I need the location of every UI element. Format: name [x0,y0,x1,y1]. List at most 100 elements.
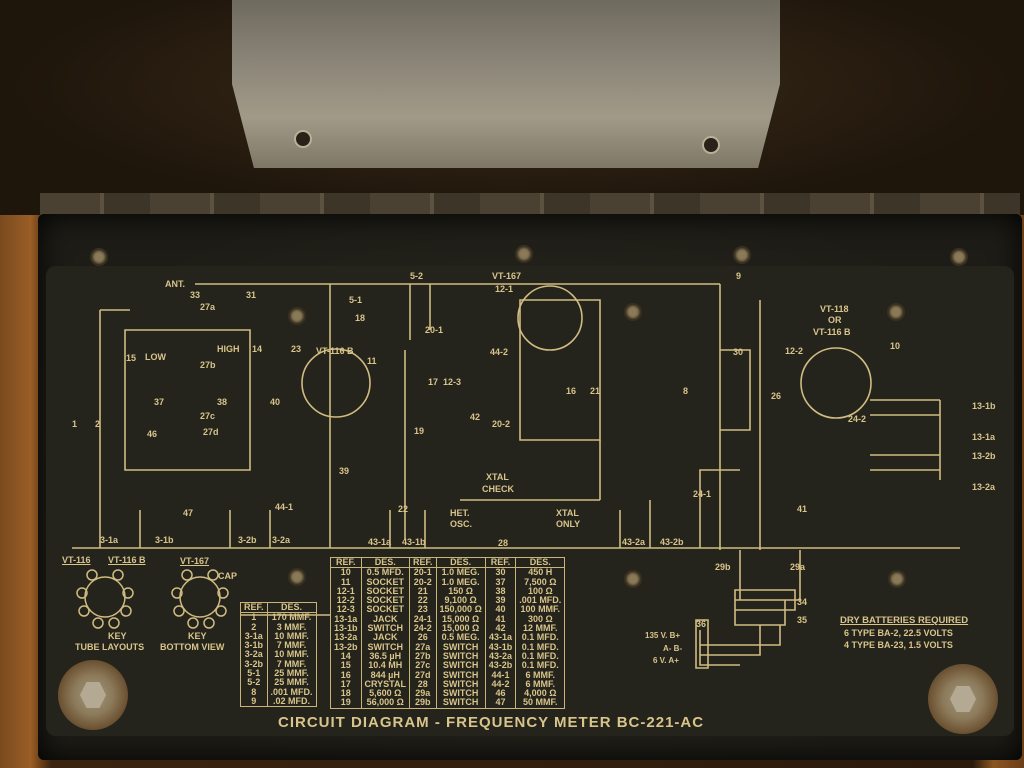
table-row: 9.02 MFD. [240,696,317,707]
table-cell: 100 MMF. [515,605,566,615]
table-cell: SWITCH [435,642,486,652]
table-cell: SWITCH [435,651,486,662]
label-osc: OSC. [450,519,473,529]
label-13-2b: 13-2b [972,451,996,461]
battery-line-1: 6 TYPE BA-2, 22.5 VOLTS [844,628,953,638]
tube-socket-diagrams [76,569,229,629]
table-cell: 4,000 Ω [515,688,566,699]
label-13-2a: 13-2a [972,482,996,492]
tube-layouts-caption: TUBE LAYOUTS [75,642,145,652]
table-cell: 450 H [515,568,566,578]
label-12-3: 12-3 [443,377,462,387]
label-19: 19 [414,426,425,436]
table-cell: SOCKET [360,577,411,587]
wing-nut-right[interactable] [928,664,998,734]
label-3-2b: 3-2b [238,535,257,545]
screw [888,570,906,588]
label-high: HIGH [217,344,240,354]
label-40: 40 [270,397,281,407]
hinge [40,193,1020,215]
screw [950,248,968,266]
label-27a: 27a [200,302,216,312]
bottom-view-caption: BOTTOM VIEW [160,642,225,652]
label-43-2b: 43-2b [660,537,684,547]
label-43-1a: 43-1a [368,537,392,547]
label-only: ONLY [556,519,581,529]
table-cell: 300 Ω [515,614,566,625]
label-3-1a: 3-1a [100,535,119,545]
label-vt118: VT-118 [820,304,849,314]
table-header-row: REF.DES.REF.DES.REF.DES. [330,556,566,569]
table-cell: JACK [360,633,411,643]
table-cell: 0.1 MFD. [515,642,566,652]
battery-heading: DRY BATTERIES REQUIRED [840,615,969,626]
table-cell: 3 MMF. [266,622,317,632]
label-16: 16 [566,386,577,396]
terminal-b-plus: 135 V. B+ [645,631,681,640]
wing-nut-left[interactable] [58,660,128,730]
label-28: 28 [498,538,509,548]
table-cell: 0.1 MFD. [515,651,566,662]
bracket-hole [294,130,312,148]
label-29a: 29a [790,562,806,572]
label-3-1b: 3-1b [155,535,174,545]
table-cell: 15,000 Ω [435,614,486,625]
label-46: 46 [147,429,158,439]
label-27b: 27b [200,360,216,370]
table-cell: 0.1 MFD. [515,633,566,643]
table-cell: 0.5 MFD. [360,568,411,578]
table-cell: 150 Ω [435,586,486,597]
screw [515,245,533,263]
label-9: 9 [736,271,742,281]
label-41: 41 [797,504,808,514]
label-12-2: 12-2 [785,346,804,356]
table-cell: 56,000 Ω [360,698,411,709]
table-cell: SWITCH [435,698,486,709]
label-15: 15 [126,353,137,363]
table-cell: SOCKET [360,605,411,615]
table-cell: 47 [484,698,517,709]
label-13-1b: 13-1b [972,401,996,411]
column-header: REF. [409,556,437,569]
table-cell: 1.0 MEG. [435,568,486,578]
tube-vt167-label: VT-167 [180,556,210,566]
table-row: 8.001 MFD. [240,687,317,697]
table-cell: JACK [360,614,411,625]
table-cell: 0.1 MFD. [515,660,566,671]
label-29b: 29b [715,562,731,572]
label-11: 11 [367,356,377,366]
label-23: 23 [291,344,302,354]
label-20-1: 20-1 [425,325,444,335]
table-cell: 25 MMF. [266,668,317,679]
label-8: 8 [683,386,689,396]
table-cell: 150,000 Ω [435,605,486,615]
label-24-2: 24-2 [848,414,867,424]
column-header: DES. [266,601,317,614]
label-43-1b: 43-1b [402,537,426,547]
metal-bracket [232,0,780,168]
screw [624,570,642,588]
table-cell: 170 MMF. [266,613,317,623]
label-42: 42 [470,412,481,422]
table-cell: 844 µH [360,670,411,680]
label-38: 38 [217,397,228,407]
terminal-36-label: 36 [696,619,707,629]
table-cell: .001 MFD. [515,595,566,606]
label-2: 2 [95,419,101,429]
label-vt116b: VT-116 B [316,346,354,356]
label-22: 22 [398,504,409,514]
label-27c: 27c [200,411,216,421]
